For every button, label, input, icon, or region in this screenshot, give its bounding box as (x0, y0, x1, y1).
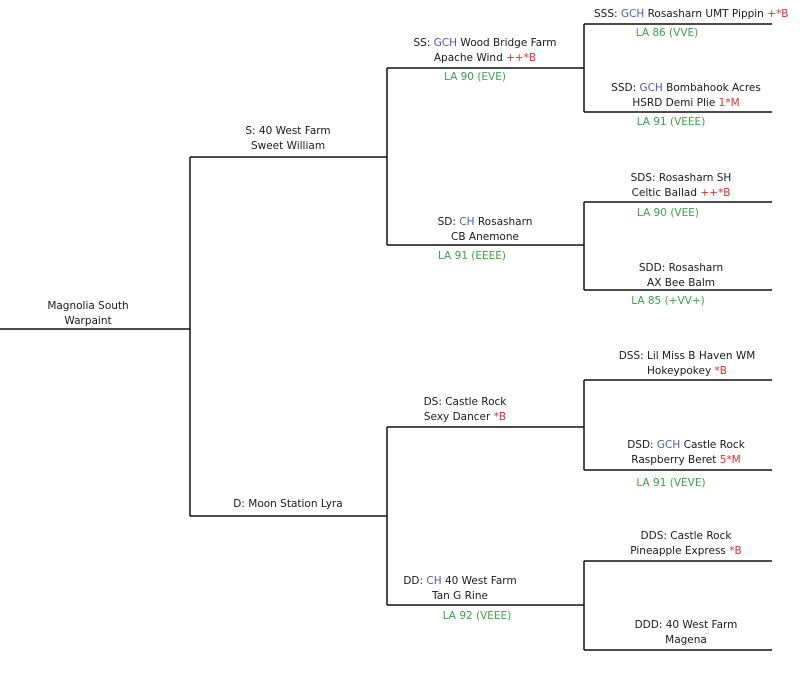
ssd-line2: HSRD Demi Plie 1*M (596, 96, 776, 111)
sire-line2: Sweet William (250, 140, 326, 152)
sd-line1: SD: CH Rosasharn (400, 215, 570, 230)
ddd-node: DDD: 40 West Farm Magena (606, 618, 766, 648)
ddd-line1: DDD: 40 West Farm (634, 619, 738, 631)
dd-title: CH (426, 575, 442, 587)
sd-herd: Rosasharn (474, 216, 533, 228)
sds-node: SDS: Rosasharn SH Celtic Ballad ++*B (606, 171, 756, 201)
sds-line2: Celtic Ballad ++*B (606, 186, 756, 201)
ssd-mark: 1*M (718, 97, 740, 109)
ssd-line1: SSD: GCH Bombahook Acres (596, 81, 776, 96)
ss-line1: SS: GCH Wood Bridge Farm (400, 36, 570, 51)
ss-mark: ++*B (506, 52, 537, 64)
sss-name: Rosasharn UMT Pippin (644, 8, 768, 20)
ds-name: Sexy Dancer (423, 411, 494, 423)
sss-mark: +*B (767, 8, 789, 20)
ss-name: Apache Wind (433, 52, 507, 64)
dss-name: Hokeypokey (647, 365, 715, 377)
ss-prefix: SS: (413, 37, 434, 49)
ddd-line2: Magena (665, 634, 707, 646)
sd-node: SD: CH Rosasharn CB Anemone (400, 215, 570, 245)
sss-appraisal: LA 86 (VVE) (635, 27, 699, 39)
dsd-line2: Raspberry Beret 5*M (606, 453, 766, 468)
dam-line1: D: Moon Station Lyra (233, 498, 343, 510)
dds-name: Pineapple Express (630, 545, 730, 557)
dd-prefix: DD: (403, 575, 427, 587)
subject-node: Magnolia South Warpaint (28, 299, 148, 329)
ds-node: DS: Castle Rock Sexy Dancer *B (400, 395, 530, 425)
dd-line1: DD: CH 40 West Farm (400, 574, 520, 589)
ssd-appraisal: LA 91 (VEEE) (636, 116, 706, 128)
ss-node: SS: GCH Wood Bridge Farm Apache Wind ++*… (400, 36, 570, 66)
dsd-name: Raspberry Beret (631, 454, 720, 466)
dsd-prefix: DSD: (627, 439, 657, 451)
dam-node: D: Moon Station Lyra (218, 497, 358, 512)
sd-title: CH (459, 216, 475, 228)
sss-line1: SSS: GCH Rosasharn UMT Pippin +*B (594, 7, 788, 22)
ss-title: GCH (433, 37, 458, 49)
dsd-title: GCH (656, 439, 681, 451)
sd-appraisal: LA 91 (EEEE) (437, 250, 507, 262)
ss-appraisal: LA 90 (EVE) (444, 71, 506, 83)
ss-herd: Wood Bridge Farm (457, 37, 557, 49)
sss-prefix: SSS: (594, 8, 621, 20)
sdd-appraisal: LA 85 (+VV+) (631, 295, 705, 307)
subject-name-line2: Warpaint (64, 315, 112, 327)
sds-name: Celtic Ballad (631, 187, 701, 199)
dd-line2: Tan G Rine (432, 590, 488, 602)
sdd-line2: AX Bee Balm (647, 277, 715, 289)
sds-mark: ++*B (700, 187, 731, 199)
ssd-title: GCH (639, 82, 663, 94)
subject-name-line1: Magnolia South (47, 300, 129, 312)
sdd-line1: SDD: Rosasharn (638, 262, 724, 274)
ds-line1: DS: Castle Rock (423, 396, 507, 408)
sds-appraisal: LA 90 (VEE) (637, 207, 699, 219)
dd-node: DD: CH 40 West Farm Tan G Rine (400, 574, 520, 604)
ds-mark: *B (493, 411, 507, 423)
dss-node: DSS: Lil Miss B Haven WM Hokeypokey *B (602, 349, 772, 379)
ssd-prefix: SSD: (611, 82, 640, 94)
dd-appraisal: LA 92 (VEEE) (442, 610, 512, 622)
sss-node: SSS: GCH Rosasharn UMT Pippin +*B (594, 7, 788, 22)
dd-herd: 40 West Farm (441, 575, 517, 587)
dsd-mark: 5*M (719, 454, 741, 466)
dds-node: DDS: Castle Rock Pineapple Express *B (606, 529, 766, 559)
sss-title: GCH (620, 8, 645, 20)
dsd-herd: Castle Rock (680, 439, 745, 451)
dsd-line1: DSD: GCH Castle Rock (606, 438, 766, 453)
ssd-node: SSD: GCH Bombahook Acres HSRD Demi Plie … (596, 81, 776, 111)
dds-line1: DDS: Castle Rock (640, 530, 732, 542)
dss-line2: Hokeypokey *B (602, 364, 772, 379)
sire-node: S: 40 West Farm Sweet William (228, 124, 348, 154)
dss-mark: *B (714, 365, 727, 377)
sdd-node: SDD: Rosasharn AX Bee Balm (606, 261, 756, 291)
sd-prefix: SD: (437, 216, 460, 228)
sds-line1: SDS: Rosasharn SH (630, 172, 732, 184)
dds-mark: *B (729, 545, 742, 557)
ssd-herd: Bombahook Acres (662, 82, 761, 94)
dsd-node: DSD: GCH Castle Rock Raspberry Beret 5*M (606, 438, 766, 468)
ds-line2: Sexy Dancer *B (400, 410, 530, 425)
sire-line1: S: 40 West Farm (245, 125, 331, 137)
dsd-appraisal: LA 91 (VEVE) (636, 477, 706, 489)
dss-line1: DSS: Lil Miss B Haven WM (618, 350, 756, 362)
dds-line2: Pineapple Express *B (606, 544, 766, 559)
sd-line2: CB Anemone (451, 231, 519, 243)
ssd-name: HSRD Demi Plie (632, 97, 719, 109)
ss-line2: Apache Wind ++*B (400, 51, 570, 66)
